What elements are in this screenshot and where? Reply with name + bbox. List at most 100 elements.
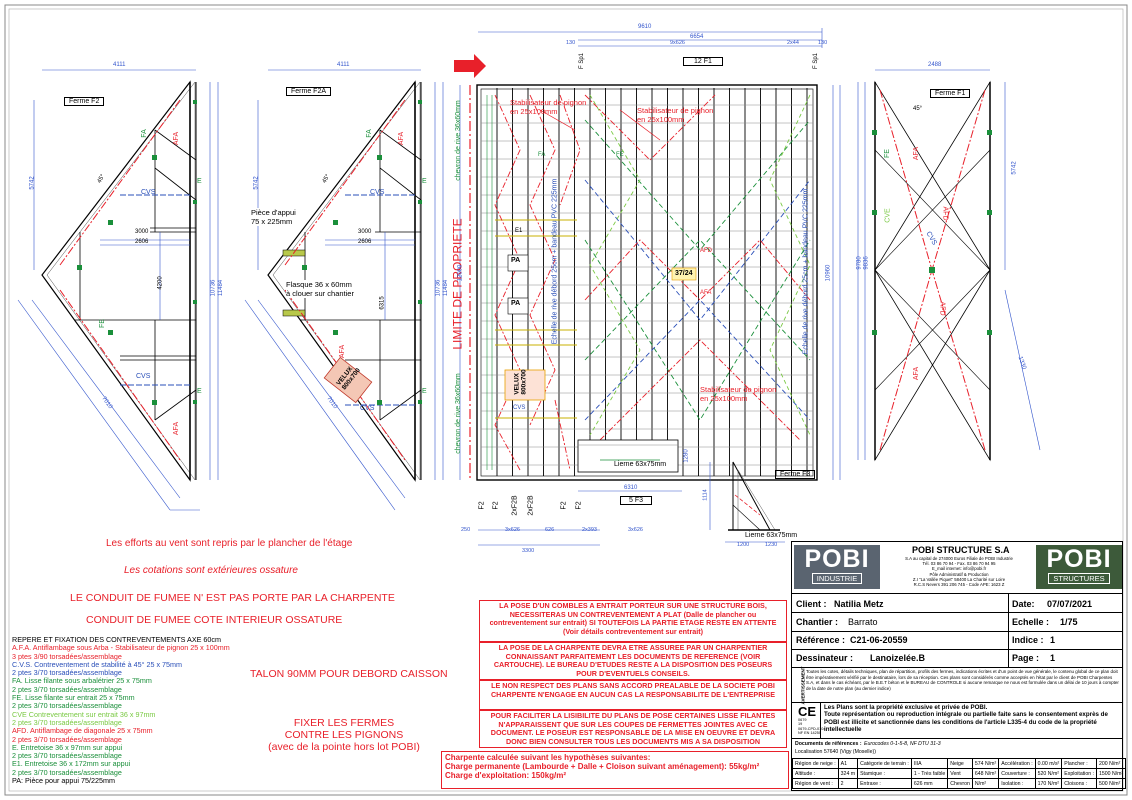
company-name: POBI STRUCTURE S.A	[912, 545, 1010, 555]
note-cotations: Les cotations sont extérieures ossature	[124, 565, 298, 576]
f3-dim-1200: 1200	[737, 542, 750, 548]
legend-item: CVE Contreventement sur entrait 36 x 97m…	[12, 709, 156, 719]
plan-top-label: 12 F1	[683, 57, 723, 66]
specs-cell: IIIA	[910, 758, 949, 769]
dim-5742-a: 5742	[29, 176, 36, 190]
note-efforts-vent: Les efforts au vent sont repris par le p…	[106, 538, 353, 549]
stabilisateur-note-2: Stabilisateur de pignon en 25x100mm	[637, 106, 714, 124]
bd-3x626: 3x626	[505, 527, 520, 533]
plan-total-width: 9610	[638, 24, 652, 30]
legend-item: E. Entretoise 36 x 97mm sur appui	[12, 742, 123, 752]
specs-cell: 200 N/m²	[1095, 758, 1127, 769]
legend-item: E1. Entretoise 36 x 172mm sur appui	[12, 759, 131, 769]
specs-cell: 520 N/m²	[1034, 768, 1063, 779]
f2a-e-label-2: E	[422, 388, 427, 395]
charge-exploitation: Charge d'exploitation: 150kg/m²	[445, 771, 567, 780]
title-block: POBI INDUSTRIE POBI STRUCTURES POBI STRU…	[791, 541, 1127, 791]
chevron-rive-top: chevron de rive 36x60mm	[454, 100, 462, 181]
f1-angle: 45°	[913, 106, 923, 112]
dim-10736-a: 10736	[210, 279, 217, 297]
lierne-note-plan: Lierne 63x75mm	[614, 461, 667, 468]
docs-value: Eurocodes 0-1-5-8, NF DTU 31-3	[864, 741, 941, 747]
stabilisateur-note-3: Stabilisateur de pignon en 25x100mm	[700, 385, 777, 403]
specs-cell: 324 m	[837, 768, 859, 779]
logo-left-text: POBI	[804, 545, 870, 573]
date-value: 07/07/2021	[1047, 599, 1093, 609]
f3-dim-1114: 1114	[702, 489, 709, 501]
reference-label: Référence :	[796, 635, 846, 645]
legend-item: 2 ptes 3/70 torsadées/assemblage	[12, 701, 122, 711]
f2a-title: Ferme F2A	[286, 87, 332, 96]
frame-label: F2	[575, 501, 583, 510]
frame-label: 2xF2B	[527, 495, 535, 516]
page-label: Page :	[1012, 653, 1040, 663]
indice-value: 1	[1050, 635, 1056, 645]
specs-cell: Entraxe :	[857, 778, 912, 789]
specs-cell: Plancher :	[1061, 758, 1097, 769]
plan-dim-130-right: 130	[818, 40, 828, 46]
specs-cell: Neige	[947, 758, 973, 769]
dim-f2-2606: 2606	[135, 239, 149, 245]
f2a-cvs-label-bottom: CVS	[360, 405, 375, 412]
fsp-right: F Sp1	[813, 52, 820, 70]
company-info: S.A au capital de 274000 Euros Filiale d…	[905, 556, 1013, 588]
f2-e-label-2: E	[197, 388, 202, 395]
plan-dim-12000: 12000	[457, 264, 464, 282]
lierne-note-f3: Lierne 63x75mm	[745, 532, 798, 539]
chantier-label: Chantier :	[796, 617, 839, 627]
specs-cell: 626 mm	[910, 778, 949, 789]
client-value: Natilia Metz	[834, 599, 884, 609]
f1-afa-label: AFA	[913, 146, 921, 161]
specs-cell: Vent	[947, 768, 973, 779]
f2-afa-label-bottom: AFA	[173, 421, 181, 436]
plan-dim-2x44: 2x44	[787, 40, 799, 46]
localisation: Localisation 57640 (Vigy (Moselle))	[795, 749, 876, 755]
pobi-structures-logo: POBI STRUCTURES	[1036, 545, 1122, 589]
logo-right-sub: STRUCTURES	[1048, 573, 1110, 584]
specs-cell: Couverture :	[998, 768, 1036, 779]
truss-f3	[709, 461, 785, 543]
bd-2x393: 2x393	[582, 527, 597, 533]
specs-cell: Stamique :	[857, 768, 912, 779]
frame-label: F2	[478, 501, 486, 510]
client-label: Client :	[796, 599, 827, 609]
specs-cell: Altitude :	[792, 768, 839, 779]
legend-item: 2 ptes 3/70 torsadées/assemblage	[12, 684, 122, 694]
plan-dim-1280: 1280	[683, 449, 690, 463]
echelle-rive-right: Echelle de rive débord 25cm + bandeau PV…	[802, 188, 810, 355]
specs-cell: 500 N/m²	[1095, 778, 1127, 789]
plan-dim-6310: 6310	[624, 485, 638, 491]
f2-title: Ferme F2	[64, 97, 105, 106]
f2a-fa-label: FA	[365, 129, 373, 138]
specs-cell: Accélération :	[998, 758, 1036, 769]
dim-11484-a: 11484	[218, 279, 225, 297]
dim-f2-3000: 3000	[135, 229, 149, 235]
warning-pose: LA POSE DE LA CHARPENTE DEVRA ETRE ASSUR…	[479, 642, 787, 680]
legend-title: REPERE ET FIXATION DES CONTREVENTEMENTS …	[12, 635, 222, 644]
echelle-value: 1/75	[1060, 617, 1078, 627]
bd-3x626b: 3x626	[628, 527, 643, 533]
piece-appui-note: Pièce d'appui 75 x 225mm	[251, 208, 296, 226]
limite-propriete: LIMITE DE PROPRIETE	[450, 218, 465, 350]
bd-626: 626	[545, 527, 555, 533]
f1-afa-label-bottom: AFA	[913, 366, 921, 381]
plan-dim-10960: 10960	[825, 264, 832, 282]
indice-label: Indice :	[1012, 635, 1044, 645]
avertissement-text: Toutes les cotes, détails techniques, pl…	[806, 669, 1119, 691]
note-conduit-2: CONDUIT DE FUMEE COTE INTERIEUR OSSATURE	[86, 614, 343, 626]
specs-cell: 170 N/m²	[1034, 778, 1063, 789]
f1-afd-label-bottom: AFD	[938, 301, 946, 316]
specs-cell: 2	[837, 778, 859, 789]
dim-5742-b: 5742	[253, 176, 260, 190]
legend-item: C.V.S. Contreventement de stabilité à 45…	[12, 659, 183, 669]
plan-velux-label: VELUX 800x700	[513, 369, 528, 395]
warning-lisibilite: POUR FACILITER LA LISIBILITE DU PLANS DE…	[479, 710, 787, 748]
specs-cell: A1	[837, 758, 859, 769]
logo-left-sub: INDUSTRIE	[811, 573, 863, 584]
plan-dim-9x626: 9x626	[670, 40, 685, 46]
dim-f2a-3000: 3000	[358, 229, 372, 235]
dim-f2-width: 4111	[113, 62, 126, 68]
